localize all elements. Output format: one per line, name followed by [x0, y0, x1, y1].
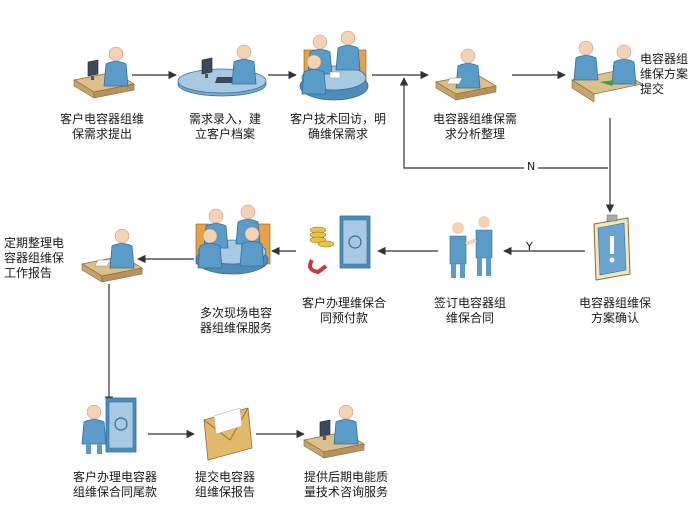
meeting-table-icon — [299, 30, 369, 101]
coins-and-safe-icon — [308, 215, 371, 275]
person-at-desk-icon — [73, 46, 135, 99]
handshake-icon — [449, 216, 493, 278]
step-label-s6: 电容器组维保 方案确认 — [578, 296, 651, 325]
person-at-desk-icon — [81, 228, 143, 283]
step-label-s12: 提交电容器 组维保报告 — [194, 470, 255, 499]
step-label-s2: 需求录入，建 立客户档案 — [188, 112, 261, 141]
step-label-s13: 提供后期电能质 量技术咨询服务 — [303, 470, 388, 499]
step-label-s11: 客户办理电容器 组维保合同尾款 — [72, 470, 157, 499]
person-at-desk-icon — [435, 48, 497, 101]
person-with-safe-icon — [81, 397, 137, 454]
arrow-feedback-n — [399, 77, 608, 169]
operator-at-workstation-icon — [177, 44, 267, 97]
step-label-s7: 签订电容器组 维保合同 — [433, 296, 506, 325]
branch-label-no: N — [524, 160, 539, 173]
warning-clipboard-icon — [593, 214, 631, 281]
step-label-s8: 客户办理维保合 同预付款 — [301, 296, 386, 325]
step-label-s5: 电容器组 维保方案 提交 — [640, 52, 689, 96]
step-label-s3: 客户技术回访，明 确维保需求 — [289, 112, 386, 141]
person-at-desk-icon — [303, 404, 365, 459]
meeting-table-icon — [195, 204, 271, 275]
step-label-s1: 客户电容器组维 保需求提出 — [59, 112, 144, 141]
branch-label-yes: Y — [526, 240, 533, 253]
step-label-s10: 定期整理电 容器组维保 工作报告 — [4, 236, 65, 280]
step-label-s9: 多次现场电容 器组维保服务 — [199, 306, 272, 335]
step-label-s4: 电容器组维保需 求分析整理 — [432, 112, 517, 141]
consultation-icon — [570, 40, 644, 103]
envelope-icon — [203, 407, 253, 461]
